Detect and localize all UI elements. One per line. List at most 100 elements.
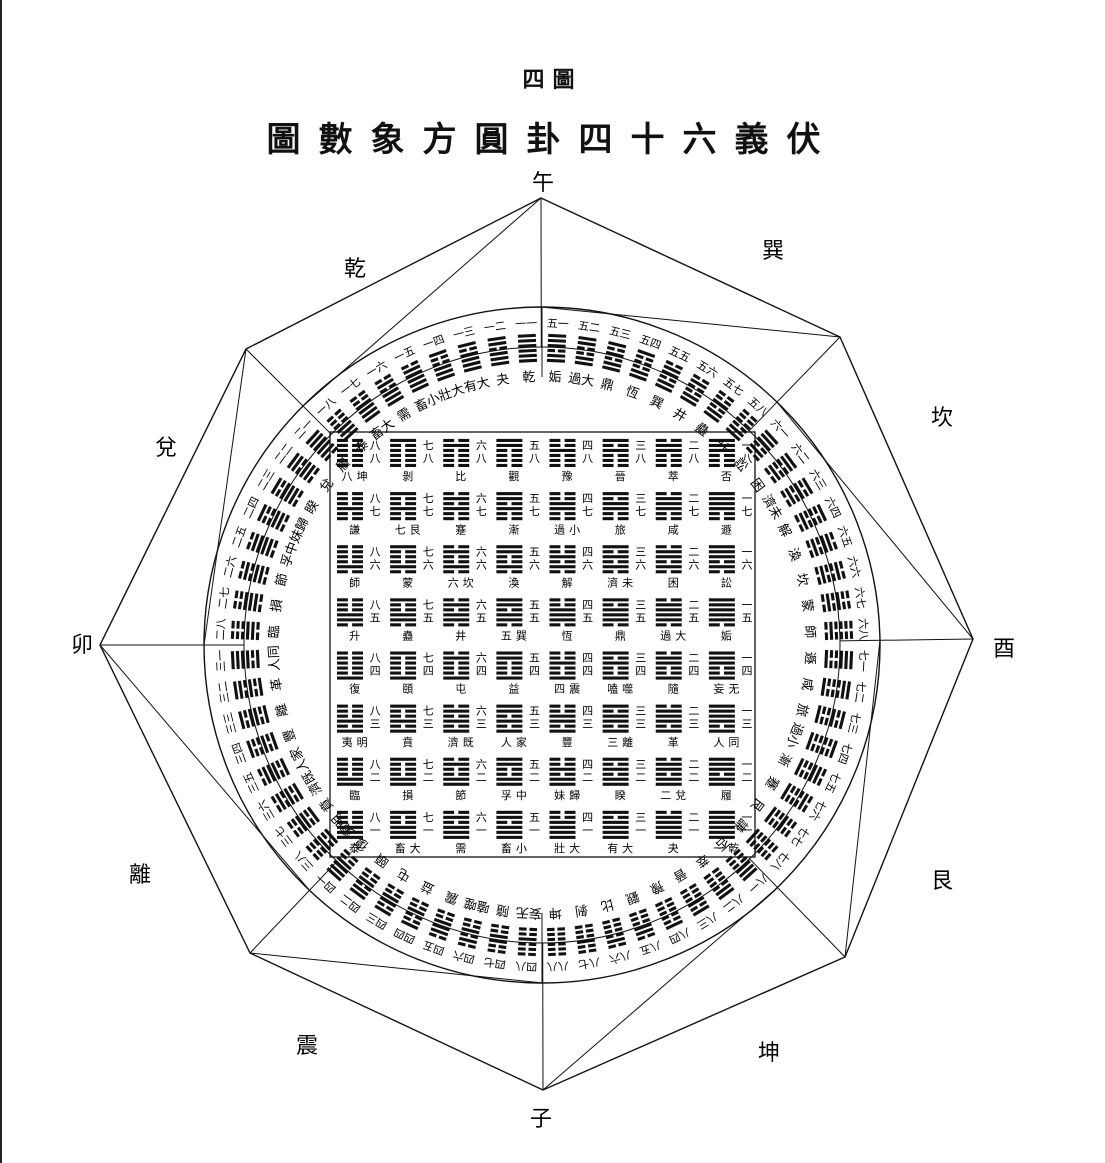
cell-name: 人同 [713,736,743,749]
ring-hexagram-icon [349,389,381,424]
cell-name: 升 [349,630,364,643]
cell-name: 畜大 [395,841,425,855]
cell-number: 四 [582,652,593,665]
hexagram-icon [443,651,470,680]
square-cell: 六二節 [443,757,487,802]
frame-chord [99,644,310,891]
cell-number: 二 [423,771,434,784]
cell-name: 蹇 [455,522,470,536]
cell-number: 八 [370,598,381,611]
cell-number: 四 [582,811,593,824]
cell-name: 鼎 [615,630,630,643]
hexagram-icon [496,704,523,733]
ring-number: 二六 [221,555,239,579]
cell-number: 一 [582,824,593,837]
cell-number: 五 [529,439,540,452]
inner-circle [243,346,841,944]
ring-name: 壯大 [437,382,467,405]
ring-number: 八七 [577,955,601,971]
cell-number: 四 [635,665,646,678]
cell-number: 三 [423,718,434,731]
frame-chord [542,887,778,1091]
hexagram-icon [390,704,417,733]
ring-number: 三二 [216,680,232,704]
ring-hexagram-icon [602,917,627,949]
ring-hexagram-icon [305,429,339,462]
cell-name: 畜小 [501,841,531,855]
square-cell: 六五井 [443,598,487,643]
ring-number: 五八 [745,395,770,419]
ring-number: 六六 [845,555,863,579]
cell-name: 損 [402,788,417,802]
figure-number: 四圖 [522,67,583,93]
ring-hexagram-icon [326,848,359,882]
cell-name: 七艮 [395,523,425,536]
hexagram-icon [708,545,735,574]
ring-entry: 八六 比 [599,896,633,966]
hexagram-icon [443,598,470,627]
hexagram-icon [549,810,576,839]
hexagram-ring: 一一乾一二夬一三有大一四壯大一五畜小一六需一七畜大一八泰二一履二二兌二三睽二四妹… [214,307,870,983]
hexagram-icon [708,810,735,839]
trigram-label-gen: 艮 [931,869,953,894]
cell-name: 五巽 [501,630,531,643]
hexagram-icon [602,492,629,521]
ring-name: 比 [599,896,615,914]
hexagram-icon [708,598,735,627]
hexagram-icon [390,598,417,627]
cell-name: 履 [721,789,736,802]
ring-hexagram-icon [286,452,321,484]
cell-number: 七 [423,811,434,824]
ring-hexagram-icon [679,373,710,407]
cell-number: 八 [688,452,699,465]
ring-hexagram-icon [814,560,846,585]
ring-entry: 八七剝 [574,901,601,971]
cell-name: 師 [349,576,364,589]
ring-name: 孚中 [279,540,302,570]
ring-name: 兌 [317,476,337,495]
ring-entry: 八八坤 [546,904,569,973]
cell-name: 晉 [615,470,630,483]
hexagram-icon [655,651,682,680]
cell-number: 六 [529,558,540,571]
cell-name: 二兌 [660,789,690,802]
square-cell: 四三豐 [549,704,593,749]
hexagram-icon [708,492,735,521]
hexagram-icon [337,757,363,786]
hexagram-icon [390,651,417,680]
ring-number: 八六 [608,948,632,966]
cell-number: 五 [529,611,540,624]
ring-entry: 三三離 [221,702,291,736]
square-cell: 三八晉 [602,438,646,483]
cell-name: 恆 [562,629,577,643]
cell-number: 六 [476,558,487,571]
square-cell: 五六渙 [496,545,540,589]
hexagram-icon [337,492,363,521]
cell-number: 一 [635,824,646,837]
ring-hexagram-icon [487,335,510,367]
ring-name: 漸 [774,750,793,768]
hexagram-icon [390,757,417,786]
hexagram-icon [337,704,363,733]
ring-name: 鼎 [599,377,615,395]
ring-number: 七一 [856,649,870,672]
ring-name: 睽 [303,498,323,517]
cell-number: 五 [635,611,646,624]
hexagram-icon [655,545,682,574]
label-bottom-zi: 子 [530,1107,552,1132]
ring-number: 四八 [515,959,538,973]
cell-name: 夷明 [342,736,372,749]
ring-name: 晉 [670,865,689,885]
ring-number: 四六 [452,948,476,966]
cell-name: 過小 [554,523,584,536]
ring-entry: 四一復 [314,833,373,895]
square-cell: 八四復 [337,651,381,696]
hexagram-icon [655,757,682,786]
